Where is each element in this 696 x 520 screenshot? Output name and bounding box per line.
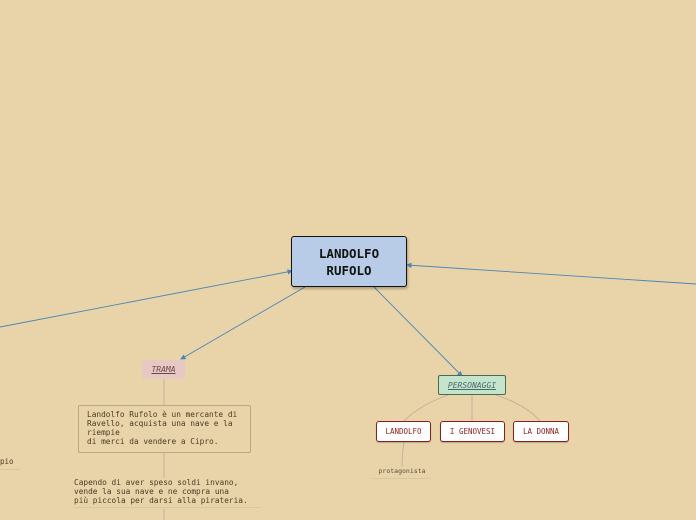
topic-personaggi-label: PERSONAGGI <box>447 380 497 390</box>
topic-personaggi[interactable]: PERSONAGGI <box>438 375 506 395</box>
central-topic-label: LANDOLFO RUFOLO <box>318 245 380 278</box>
topic-trama[interactable]: TRAMA <box>142 360 185 379</box>
character-genovesi-label: I GENOVESI <box>449 427 496 436</box>
character-landolfo[interactable]: LANDOLFO <box>376 421 431 442</box>
character-donna-label: LA DONNA <box>522 427 560 436</box>
edge-personaggi-donna <box>495 394 541 422</box>
character-landolfo-label: LANDOLFO <box>385 427 422 436</box>
character-donna[interactable]: LA DONNA <box>513 421 569 442</box>
offscreen-left-label: pio <box>0 457 20 470</box>
edge-landolfo-note <box>401 441 405 468</box>
edge-central-trama <box>180 286 306 360</box>
trama-continuation-text: Capendo di aver speso soldi invano, vend… <box>74 478 260 508</box>
character-genovesi[interactable]: I GENOVESI <box>440 421 505 442</box>
trama-summary-text: Landolfo Rufolo è un mercante di Ravello… <box>78 405 251 453</box>
edge-central-personaggi <box>373 286 463 377</box>
central-topic[interactable]: LANDOLFO RUFOLO <box>291 236 407 287</box>
topic-trama-label: TRAMA <box>151 365 176 374</box>
edge-right-offscreen <box>406 262 696 285</box>
edge-left-offscreen <box>0 269 293 328</box>
landolfo-note: protagonista <box>373 467 431 479</box>
edge-personaggi-landolfo <box>403 394 449 422</box>
